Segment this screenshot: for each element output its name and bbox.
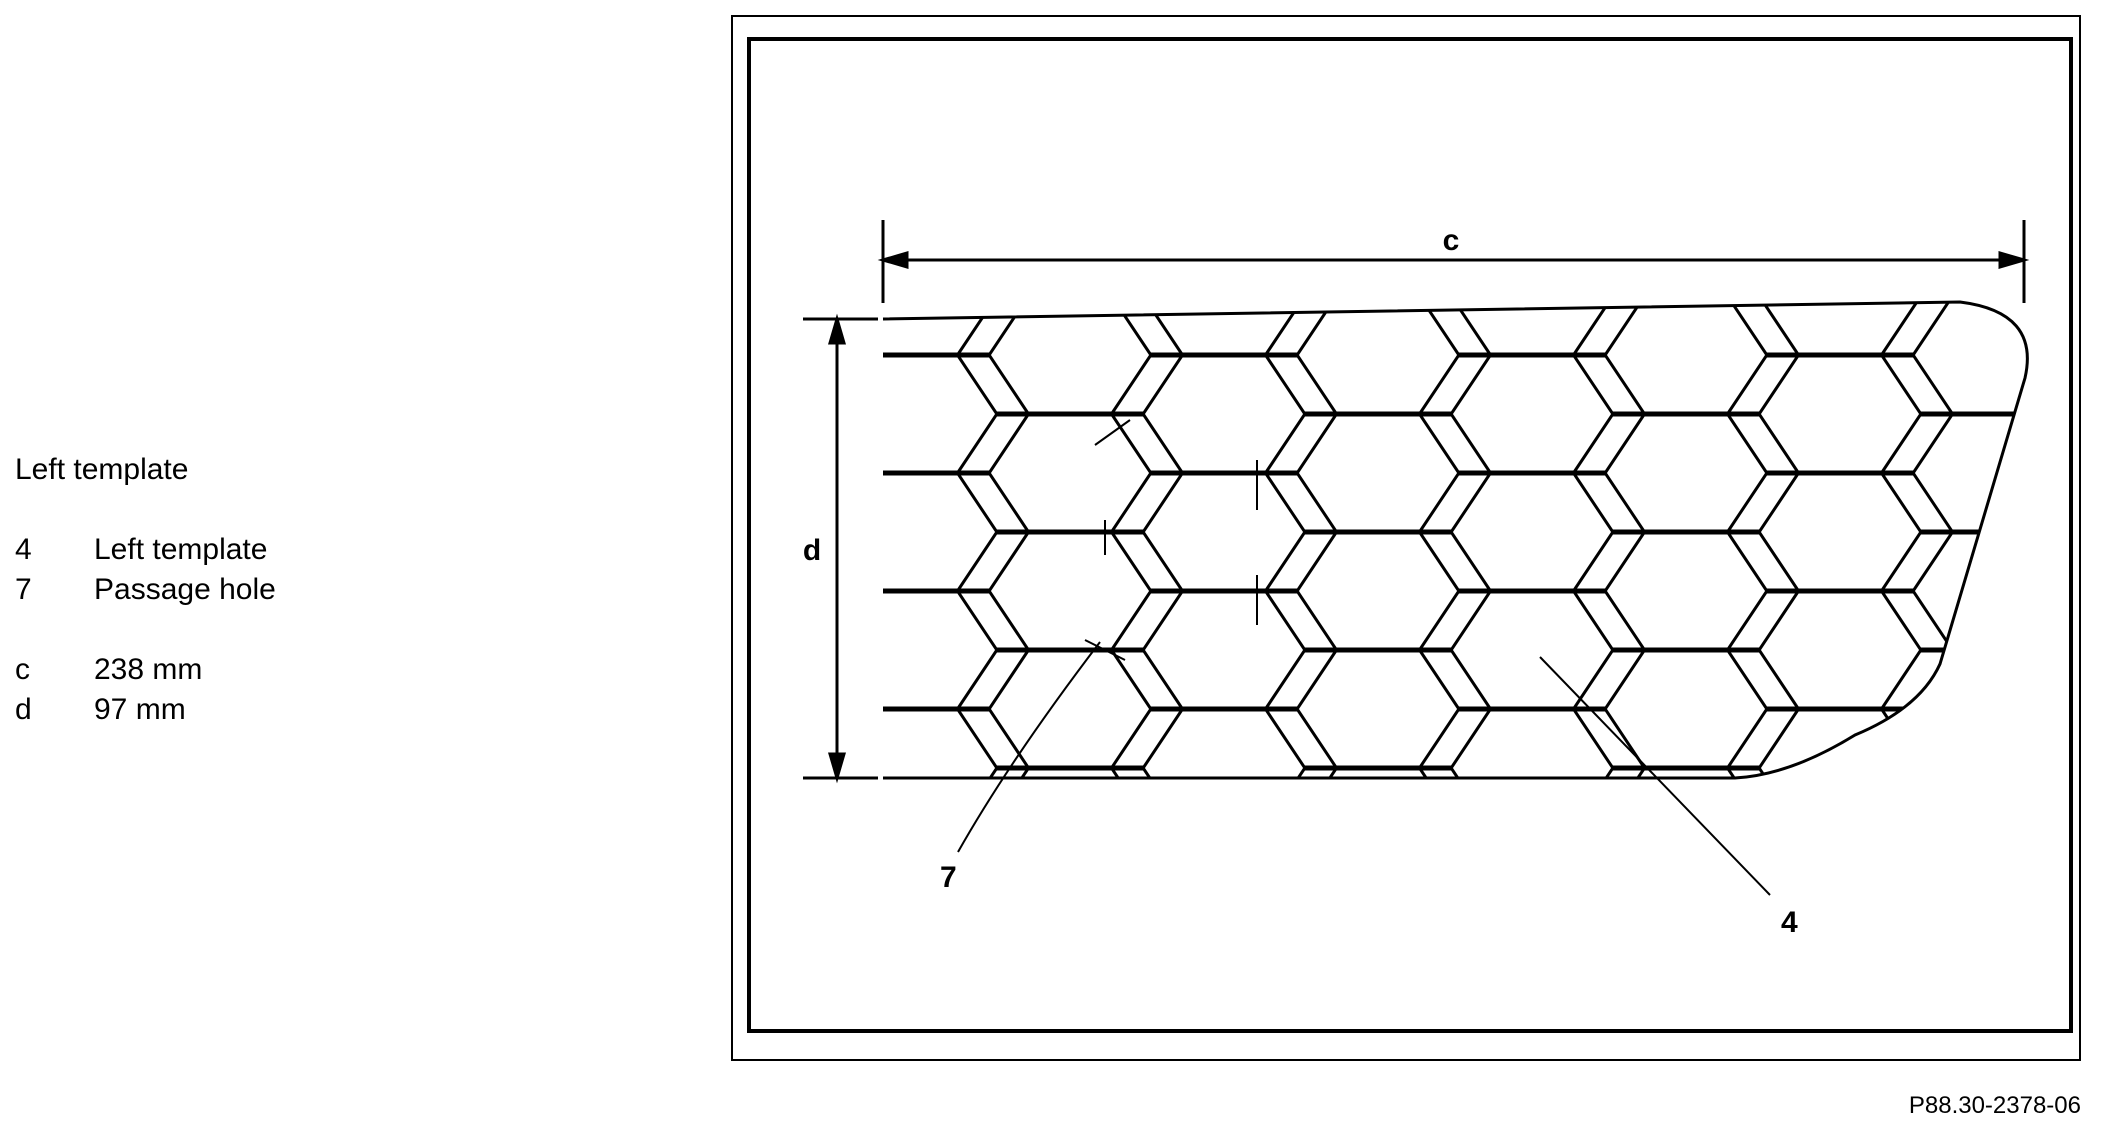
mesh-hexagon [1725, 588, 1955, 712]
mesh-hexagon [1263, 765, 1493, 778]
legend-title: Left template [15, 453, 189, 486]
mesh-hexagon [650, 767, 875, 887]
dimension-d-line [803, 313, 878, 784]
leader-line-4 [1539, 656, 1771, 896]
dimension-c: c 238 mm [15, 650, 276, 690]
passage-hole-marks [1084, 419, 1258, 661]
mesh-hexagon [650, 295, 875, 415]
dimension-value: 238 mm [94, 653, 203, 686]
mesh-hexagon [1109, 352, 1339, 476]
legend-text: Passage hole [94, 573, 276, 606]
inner-frame [747, 37, 2073, 1033]
mesh-hexagon [1109, 470, 1339, 594]
mesh-hexagon [1417, 470, 1647, 594]
mesh-hexagon [1571, 647, 1801, 771]
label-c: c [1443, 224, 1460, 257]
template-outline [882, 300, 2029, 780]
hexagon-mesh [650, 177, 2028, 946]
dimension-key: d [15, 693, 32, 726]
mesh-hexagon [955, 302, 1185, 417]
mesh-hexagon [650, 531, 875, 651]
dimension-value: 97 mm [94, 693, 186, 726]
mesh-hexagon [1571, 411, 1801, 535]
mesh-hexagon [1417, 352, 1647, 476]
mesh-hexagon [650, 177, 875, 297]
mesh-hexagon [1263, 529, 1493, 653]
mesh-hexagon [955, 529, 1185, 653]
legend-item-4: 4 Left template [15, 530, 276, 570]
mesh-hexagon [955, 647, 1185, 771]
mesh-hexagon [650, 413, 875, 533]
mesh-hexagon [1417, 588, 1647, 712]
mesh-hexagon [1109, 302, 1339, 358]
mesh-hexagon [955, 411, 1185, 535]
mesh-hexagon [1725, 706, 1955, 778]
label-d: d [803, 534, 821, 567]
callout-7: 7 [940, 861, 957, 894]
leader-line-7 [957, 641, 1101, 853]
mesh-hexagon [955, 765, 1185, 778]
mesh-hexagon [1725, 470, 1955, 594]
legend-text: Left template [94, 533, 268, 566]
mesh-hexagon [958, 177, 1183, 297]
mesh-hexagon [1109, 706, 1339, 778]
mesh-hexagon [650, 649, 875, 769]
mesh-hexagon [1420, 826, 1645, 946]
mesh-hexagon [1571, 765, 1801, 778]
mesh-hexagon [804, 826, 1029, 946]
outer-frame [731, 15, 2081, 1061]
mesh-hexagon [1109, 588, 1339, 712]
dimension-c-line [877, 220, 2030, 303]
mesh-hexagon [1263, 411, 1493, 535]
mesh-hexagon [1725, 302, 1955, 358]
figure-id: P88.30-2378-06 [1908, 1092, 2081, 1119]
legend-key: 4 [15, 533, 32, 566]
mesh-hexagon [1417, 706, 1647, 778]
mesh-hexagon [1571, 302, 1801, 417]
legend-item-7: 7 Passage hole [15, 570, 276, 610]
mesh-hexagon [1574, 177, 1799, 297]
legend: Left template 4 Left template 7 Passage … [15, 450, 276, 730]
dimension-d: d 97 mm [15, 690, 276, 730]
mesh-hexagon [1263, 647, 1493, 771]
mesh-hexagon [1571, 529, 1801, 653]
mesh-hexagon [1725, 352, 1955, 476]
callout-4: 4 [1781, 906, 1798, 939]
legend-key: 7 [15, 573, 32, 606]
dimension-key: c [15, 653, 30, 686]
mesh-hexagon [1112, 826, 1337, 946]
